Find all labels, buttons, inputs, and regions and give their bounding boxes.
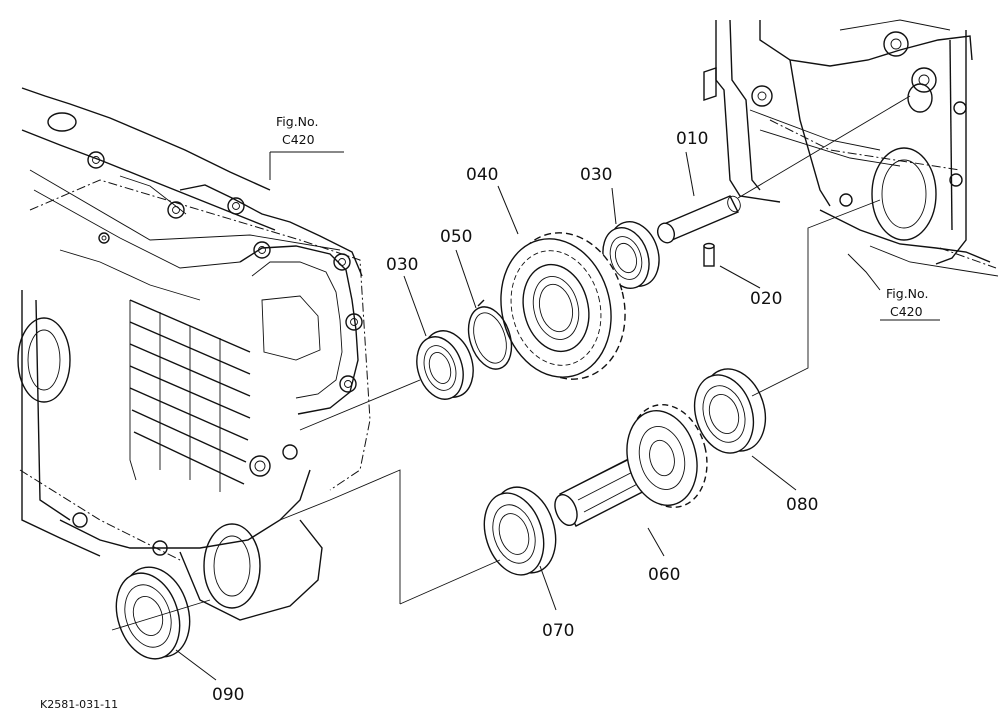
shaft-010 xyxy=(656,195,741,244)
part-labels: 010 020 030 040 050 030 060 070 080 090 xyxy=(212,129,818,705)
assembly-lines xyxy=(111,95,911,631)
oil-seal-090 xyxy=(115,566,191,660)
label-020: 020 xyxy=(750,289,782,309)
gear-040 xyxy=(500,232,626,380)
gear-shaft-060 xyxy=(554,404,708,527)
leader-lines xyxy=(175,151,881,681)
label-090: 090 xyxy=(212,685,244,705)
label-080: 080 xyxy=(786,495,818,515)
pin-020 xyxy=(703,242,715,267)
label-070: 070 xyxy=(542,621,574,641)
label-040: 040 xyxy=(466,165,498,185)
right-housing xyxy=(703,19,999,277)
label-010: 010 xyxy=(676,129,708,149)
figure-references: Fig.No. C420 Fig.No. C420 xyxy=(276,114,940,321)
left-housing xyxy=(17,87,371,621)
fig-ref-left-line2: C420 xyxy=(282,132,315,147)
label-030-upper: 030 xyxy=(580,165,612,185)
fig-ref-right-line1: Fig.No. xyxy=(886,286,928,301)
fig-ref-right-line2: C420 xyxy=(890,304,923,319)
diagram-code: K2581-031-11 xyxy=(40,698,118,711)
label-030-lower: 030 xyxy=(386,255,418,275)
snap-ring-050 xyxy=(467,299,513,370)
label-060: 060 xyxy=(648,565,680,585)
bearing-070 xyxy=(483,486,557,576)
fig-ref-left-line1: Fig.No. xyxy=(276,114,318,129)
label-050: 050 xyxy=(440,227,472,247)
bearing-030-lower xyxy=(416,330,474,400)
bearing-080 xyxy=(693,368,767,454)
